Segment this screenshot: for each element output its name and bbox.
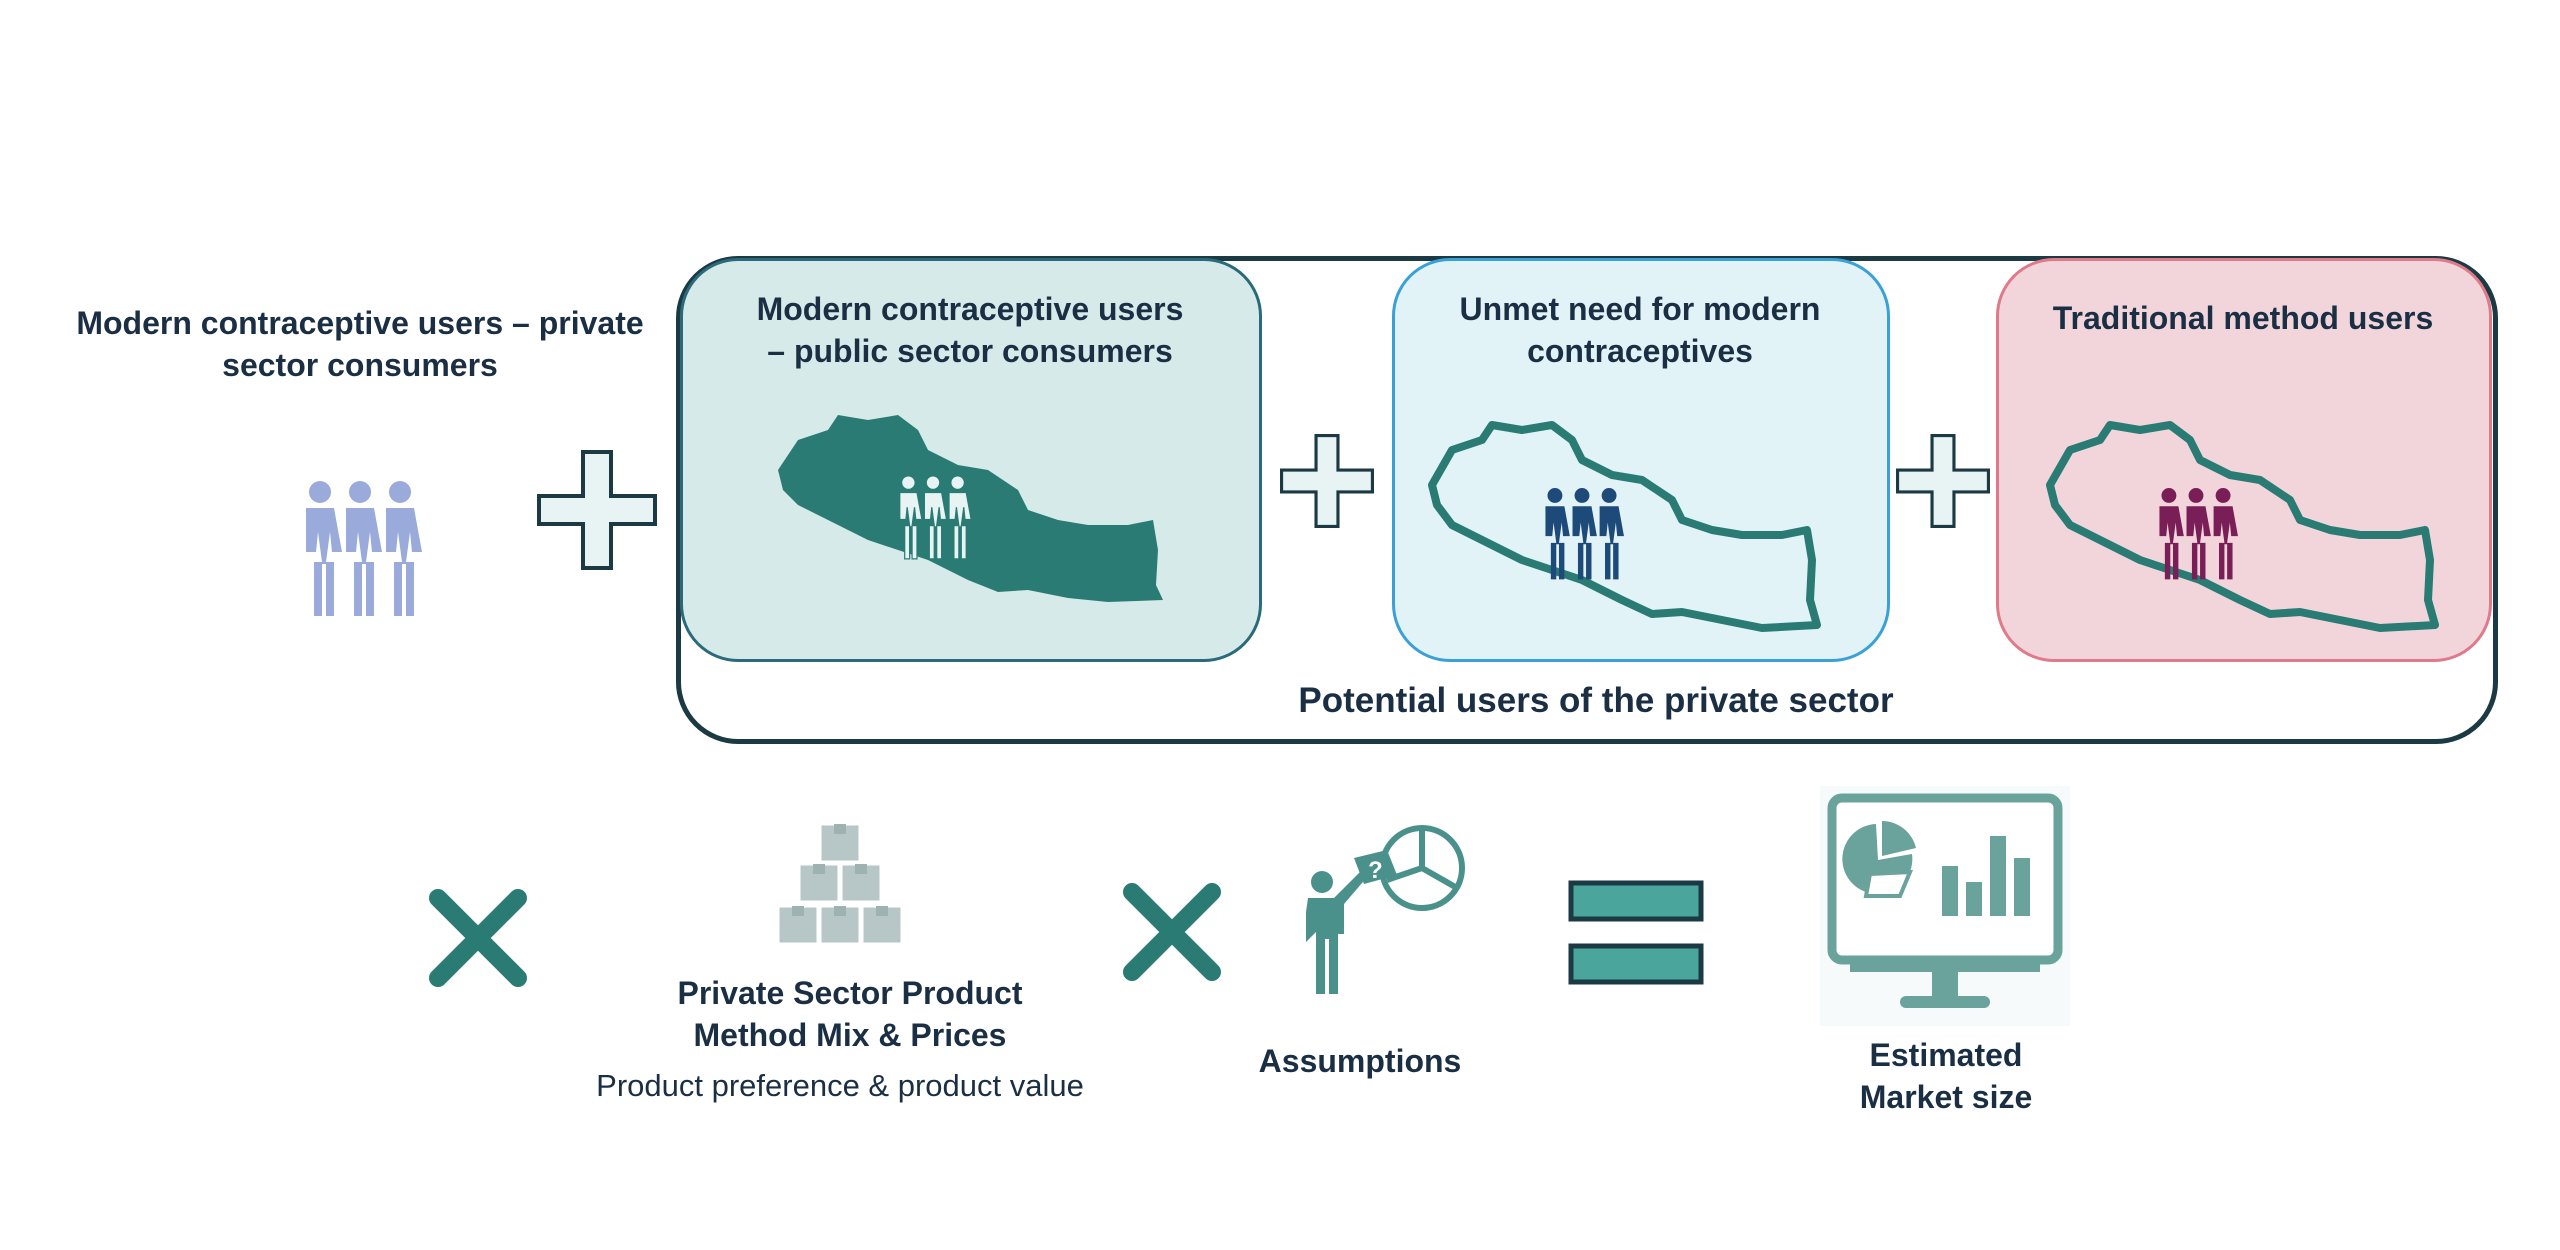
boxes-pyramid-icon	[776, 822, 904, 946]
label-line: – public sector consumers	[767, 333, 1173, 369]
women-group-icon	[1545, 488, 1624, 580]
plus-icon	[537, 450, 657, 570]
public-sector-users-box	[680, 258, 1262, 662]
nepal-map-filled-icon	[778, 415, 1163, 602]
product-subtitle: Product preference & product value	[596, 1068, 1084, 1103]
monitor-dashboard-icon	[1820, 786, 2070, 1026]
plus-icon	[1280, 434, 1374, 528]
private-sector-users-label: Modern contraceptive users – private sec…	[60, 302, 660, 386]
traditional-method-box	[1996, 258, 2492, 662]
traditional-method-label: Traditional method users	[1996, 297, 2490, 339]
women-group-icon	[2159, 488, 2238, 580]
label-line: Market size	[1859, 1079, 2033, 1115]
unmet-need-label: Unmet need for modern contraceptives	[1392, 288, 1888, 372]
svg-text:?: ?	[1368, 857, 1383, 884]
plus-icon	[1896, 434, 1990, 528]
label-line: Estimated	[1869, 1037, 2023, 1073]
public-sector-users-label: Modern contraceptive users – public sect…	[680, 288, 1260, 372]
label-line: Modern contraceptive users	[756, 291, 1184, 327]
label-line: Private Sector Product	[677, 975, 1023, 1011]
product-title: Private Sector Product Method Mix & Pric…	[600, 972, 1100, 1056]
label-line: Unmet need for modern	[1459, 291, 1821, 327]
women-group-icon	[899, 475, 972, 560]
equals-icon	[1568, 880, 1704, 985]
assumptions-title: Assumptions	[1258, 1043, 1462, 1079]
label-line: sector consumers	[222, 347, 498, 383]
label-line: Modern contraceptive users – private	[76, 305, 644, 341]
label-line: contraceptives	[1527, 333, 1753, 369]
potential-users-caption: Potential users of the private sector	[1298, 681, 1894, 720]
multiply-icon	[429, 889, 527, 987]
women-group-icon	[306, 481, 422, 616]
label-line: Traditional method users	[2052, 300, 2434, 336]
label-line: Method Mix & Prices	[693, 1017, 1007, 1053]
market-size-title: Estimated Market size	[1746, 1034, 2146, 1118]
presenter-pie-chart-icon: ?	[1306, 825, 1465, 994]
multiply-icon	[1123, 883, 1221, 981]
